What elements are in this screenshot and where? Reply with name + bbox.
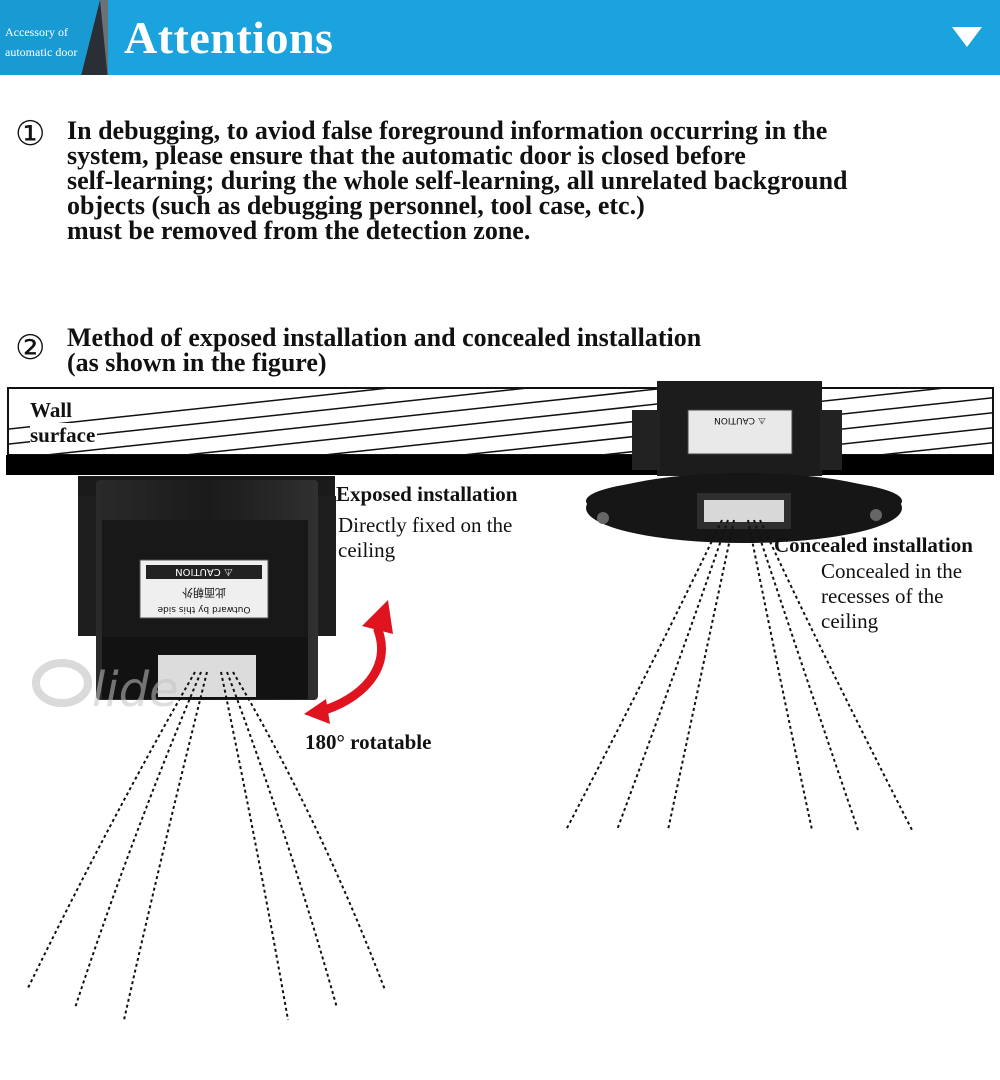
exposed-lens <box>158 655 256 697</box>
concealed-desc-line1: Concealed in the <box>821 559 963 583</box>
header-banner: Accessory of automatic door Attentions <box>0 0 1000 75</box>
section1-number: ① <box>15 114 46 154</box>
rotation-arrow-icon <box>304 600 393 724</box>
section2-line: (as shown in the figure) <box>67 348 327 377</box>
wall-label-line1: Wall <box>30 398 73 422</box>
section2-text: Method of exposed installation and conce… <box>67 323 702 377</box>
exposed-desc-line1: Directly fixed on the <box>338 513 513 537</box>
exposed-caution-cn: 此面朝外 <box>182 586 226 599</box>
concealed-title: Concealed installation <box>774 533 973 557</box>
section2-number: ② <box>15 328 46 368</box>
category-tag-text: Accessory of automatic door <box>5 22 97 62</box>
category-tag-line2: automatic door <box>5 45 78 59</box>
exposed-sensor: ⚠ CAUTION 此面朝外 Outward by this side <box>78 476 336 700</box>
exposed-detection-rays <box>26 671 386 1021</box>
ceiling-bar <box>6 455 994 475</box>
exposed-title: Exposed installation <box>336 482 518 506</box>
concealed-desc-line3: ceiling <box>821 609 879 633</box>
exposed-desc-line2: ceiling <box>338 538 396 562</box>
page-title: Attentions <box>124 12 334 63</box>
category-tag-line1: Accessory of <box>5 25 68 39</box>
concealed-desc-line2: recesses of the <box>821 584 944 608</box>
section1-line: self-learning; during the whole self-lea… <box>67 166 848 195</box>
svg-text:lide: lide <box>92 662 179 718</box>
concealed-caution-label <box>687 409 793 455</box>
section1-line: objects (such as debugging personnel, to… <box>67 191 645 220</box>
wall-label: Wall surface <box>30 398 98 448</box>
concealed-detection-rays <box>565 519 913 831</box>
section1-line: In debugging, to aviod false foreground … <box>67 116 828 145</box>
exposed-caution-header: ⚠ CAUTION <box>175 566 233 577</box>
section1-line: must be removed from the detection zone. <box>67 216 531 245</box>
section2-line: Method of exposed installation and conce… <box>67 323 702 352</box>
olide-watermark-logo: lide <box>32 659 179 718</box>
banner-fold-decoration <box>81 0 108 75</box>
concealed-lens <box>704 500 784 522</box>
wall-label-line2: surface <box>30 423 98 448</box>
concealed-sensor: ⚠ CAUTION <box>586 381 902 543</box>
section1-line: system, please ensure that the automatic… <box>67 141 746 170</box>
concealed-description: Concealed in the recesses of the ceiling <box>821 559 962 634</box>
triangle-down-icon[interactable] <box>950 25 984 49</box>
exposed-description: Directly fixed on the ceiling <box>338 513 512 563</box>
category-tag: Accessory of automatic door <box>0 0 100 75</box>
rotatable-label: 180° rotatable <box>305 730 432 754</box>
exposed-caution-outward: Outward by this side <box>157 604 250 614</box>
concealed-caution-text: ⚠ CAUTION <box>714 415 766 425</box>
section1-text: In debugging, to aviod false foreground … <box>67 116 848 245</box>
